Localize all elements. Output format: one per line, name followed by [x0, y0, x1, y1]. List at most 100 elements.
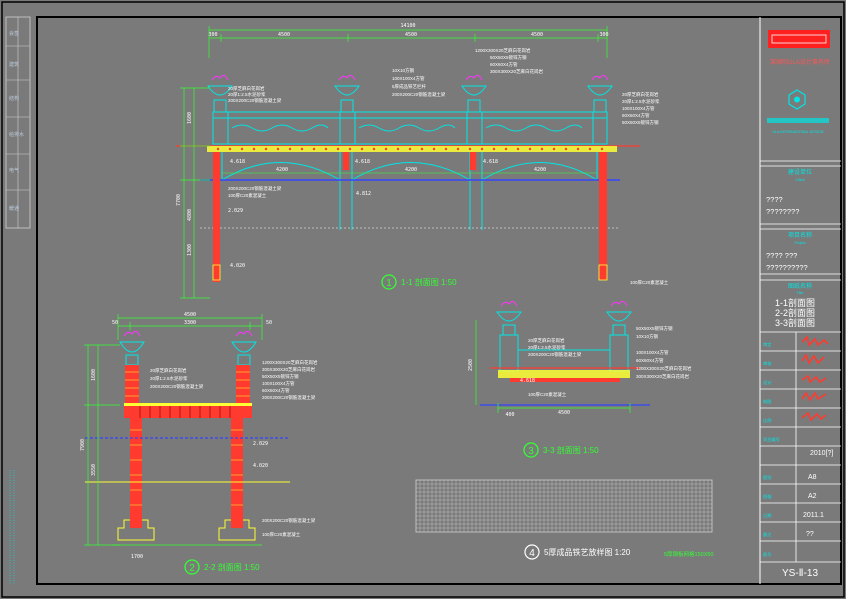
note-arch-1: 200X200C20钢筋混凝土梁: [228, 185, 282, 192]
row-sheet-label: 图别: [763, 474, 771, 481]
dim-seg-c: 4500: [405, 32, 417, 38]
planter: [461, 74, 487, 113]
v3-dim-h: 2500: [468, 359, 474, 371]
svg-text:结构: 结构: [9, 95, 19, 102]
note-top-right-1: 1200X300X20芝麻白花岗岩: [475, 47, 531, 54]
note-mid-3: 5厚成品铁艺栏杆: [392, 83, 427, 90]
v2-note-3: 50X50X5镀锌方钢: [262, 373, 299, 380]
row-drawn-label: 制图: [763, 398, 771, 405]
view-3-number: 3: [528, 446, 534, 457]
view-4: 5厚钢板网格150X50 4 5厚成品铁艺放样图 1:20: [415, 479, 714, 560]
dim-span-1: 4200: [276, 167, 288, 173]
sheet-value: A8: [808, 474, 817, 481]
drawing-label-en: Title: [797, 291, 804, 295]
svg-text:电气: 电气: [9, 167, 19, 174]
note-top-right-2: 50X50X5镀锌方钢: [490, 54, 527, 61]
level-3: 2.029: [228, 208, 243, 214]
dim-span-2: 4200: [405, 167, 417, 173]
v2-dim-base: 1700: [131, 554, 143, 560]
v2-note-1: 1200X300X20芝麻白花岗岩: [262, 359, 318, 366]
note-right-2: 20厚1:2.5水泥砂浆: [622, 98, 660, 105]
dim-h-total: 7700: [176, 194, 182, 206]
row-date-label: 日期: [763, 513, 771, 519]
note-right-4: 60X60X4方管: [622, 112, 650, 119]
v2-dim-h-2: 3550: [91, 464, 97, 476]
columns: [212, 152, 608, 282]
note-right-5: 50X50X5镀锌方钢: [622, 119, 659, 126]
binding-strip-lines: [6, 17, 30, 228]
view-marker-3: [523, 442, 539, 458]
dim-total-width: 14100: [400, 23, 415, 29]
view-2-number: 2: [189, 563, 195, 574]
note-top-left-3: 200X200C20钢筋混凝土梁: [228, 97, 282, 104]
v2-dim-h-total: 7900: [80, 439, 86, 451]
level-1c: 4.618: [483, 159, 498, 165]
view-3-3: 4500 400 2500 4.618 20厚芝麻白花岗岩 20厚1:2.5水泥…: [468, 300, 692, 458]
bridge-deck: [207, 146, 617, 152]
note-mid-4: 200X200C20钢筋混凝土梁: [392, 91, 446, 98]
level-4: 4.020: [230, 263, 245, 269]
size-value: A2: [808, 493, 817, 500]
note-right-1: 20厚芝麻白花岗岩: [622, 91, 659, 98]
view-2-2: 4500 3300 50 50: [80, 312, 318, 575]
v2-note-footing-2: 100厚C20素混凝土: [262, 531, 301, 538]
note-top-right-3: 60X60X4方管: [490, 61, 518, 68]
v3-note-3: 200X200C20钢筋混凝土梁: [528, 351, 582, 358]
client-value-2: ????????: [766, 207, 799, 216]
dim-seg-a: 300: [208, 32, 217, 38]
company-name-en: ULA INTERNATIONAL DESIGN: [773, 130, 824, 134]
v3-dim-width: 4500: [558, 410, 570, 416]
v2-note-5: 60X60X4方管: [262, 387, 290, 394]
svg-text:暖通: 暖通: [9, 205, 19, 212]
svg-text:会签: 会签: [9, 30, 19, 37]
v3-note-1: 20厚芝麻白花岗岩: [528, 337, 565, 344]
drawing-title-2: 2-2剖面图: [775, 307, 815, 318]
v3-note-5: 10X10方钢: [636, 333, 659, 340]
grid-lines: [416, 480, 712, 532]
top-dimension-chain: [208, 26, 608, 58]
view-marker-1: [381, 274, 397, 290]
note-top-right-4: 300X300X20芝麻白花岗岩: [490, 68, 544, 75]
view-4-number: 4: [529, 548, 535, 559]
date-value: 2011.1: [803, 512, 824, 519]
v3-level-1: 4.618: [520, 378, 535, 384]
v2-level-1: 2.029: [253, 441, 268, 447]
dim-span-3: 4200: [534, 167, 546, 173]
inner-frame: [36, 16, 842, 585]
dim-h-3: 1300: [187, 244, 193, 256]
level-1b: 4.618: [355, 159, 370, 165]
v3-flower: [500, 300, 518, 307]
row-designed-label: 设计: [763, 379, 771, 386]
note-mid-1: 10X10方钢: [392, 67, 415, 74]
v3-structure: [496, 311, 632, 372]
note-top-left-2: 20厚1:2.5水泥砂浆: [228, 91, 266, 98]
level-1: 4.618: [230, 159, 245, 165]
dim-seg-e: 300: [599, 32, 608, 38]
v2-note-footing-1: 200X200C20钢筋混凝土梁: [262, 517, 316, 524]
v2-note-4: 100X100X4方管: [262, 380, 295, 387]
v2-note-inner-1: 20厚芝麻白花岗岩: [150, 367, 187, 374]
v2-planters: [119, 341, 257, 366]
row-scale-label: 比例: [763, 417, 771, 424]
v2-flower: [123, 330, 141, 337]
project-value-2: ??????????: [766, 263, 808, 272]
dim-seg-b: 4500: [278, 32, 290, 38]
view-2-title: 2-2 剖面图 1:50: [204, 562, 260, 572]
v3-note-2: 20厚1:2.5水泥砂浆: [528, 344, 566, 351]
v3-flower-2: [610, 300, 628, 307]
v2-pier-hatch: [130, 429, 243, 506]
v2-wall-hatch: [125, 371, 250, 397]
v2-left-dims: [84, 344, 262, 546]
level-2: 4.812: [356, 191, 371, 197]
view-marker-4: [524, 544, 540, 560]
title-block: 某国际ULA设计事务所 ULA INTERNATIONAL DESIGN: [759, 17, 841, 584]
signatures: [801, 335, 829, 422]
v2-top-dims: [117, 314, 263, 340]
view-marker-2: [184, 559, 200, 575]
row-dwg-no-label: 图号: [763, 552, 771, 558]
project-value: ???? ???: [766, 251, 797, 260]
note-footing: 100厚C20素混凝土: [630, 279, 669, 286]
